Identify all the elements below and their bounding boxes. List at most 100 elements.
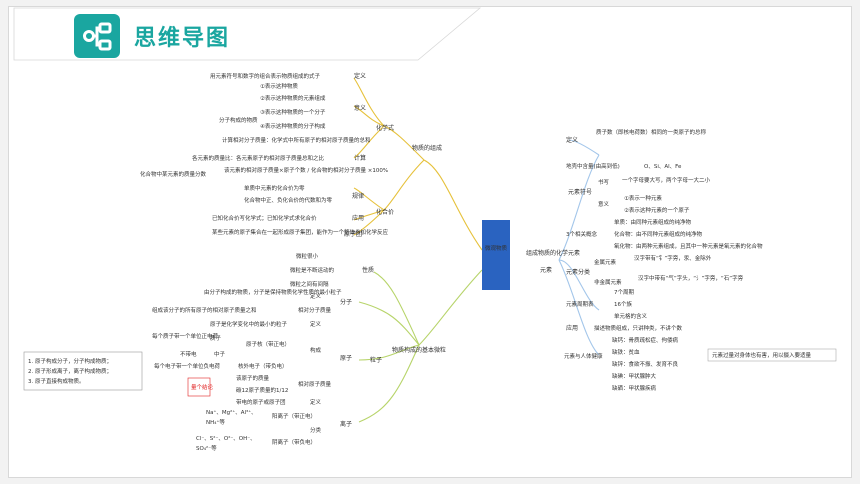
header-tab-shape — [13, 7, 482, 61]
map-connectors — [353, 77, 600, 423]
node-molecule-mass: 组成该分子的所有原子的相对原子质量之和 — [152, 306, 257, 314]
node-properties: 性质 — [362, 266, 374, 274]
node-meaning-2: ②表示这种物质的元素组成 — [260, 94, 326, 102]
node-symbol-meaning-2: ②表示这种元素的一个原子 — [624, 206, 690, 214]
node-write: 一个字母要大写，两个字母一大二小 — [622, 176, 711, 184]
node-symbol-tag: 元素符号 — [568, 188, 592, 196]
node-chemical-formula: 化学式 — [376, 124, 394, 132]
node-write-tag: 书写 — [598, 178, 610, 186]
node-rel-formula-2: 碳12原子质量的1/12 — [236, 386, 288, 394]
node-valence-rule-tag: 规律 — [352, 192, 364, 200]
node-metal: 汉字带有“钅”字旁，汞、金除外 — [634, 254, 712, 262]
root-node-label: 微观物质 — [485, 244, 508, 252]
node-group: 某些元素的原子集合在一起形成原子集团，能作为一个整体参加化学反应 — [212, 228, 389, 236]
node-calc-3-left: 化合物中某元素的质量分数 — [140, 170, 207, 178]
node-cation-ex-1: Na⁺、Mg²⁺、Al³⁺、 — [206, 409, 257, 416]
title-bar: 思维导图 — [0, 0, 860, 62]
node-cation: 阳离子（带正电） — [272, 412, 316, 420]
node-health-2: 缺铁：贫血 — [612, 348, 640, 356]
node-ion-class-tag: 分类 — [310, 426, 322, 434]
node-symbol-meaning-tag: 意义 — [598, 200, 610, 208]
node-ion-def: 带电的原子或原子团 — [236, 398, 286, 406]
node-molecule: 分子 — [340, 298, 352, 306]
note-1: 1. 原子构成分子，分子构成物质； — [28, 357, 112, 365]
node-health-1: 缺钙：骨质疏松症、佝偻病 — [612, 336, 679, 344]
mindmap-share-icon — [74, 14, 120, 58]
node-molecule-note: 分子构成的物质 — [219, 116, 258, 124]
node-formula-definition-tag: 定义 — [354, 72, 366, 80]
branch-particles: 物质构成的基本微粒 — [392, 346, 446, 354]
node-valence-app-tag: 应用 — [352, 214, 364, 222]
node-property-1: 微粒很小 — [296, 252, 319, 260]
node-electron-each: 每个电子带一个单位负电荷 — [154, 362, 221, 370]
note-3: 3. 原子直接构成物质。 — [28, 377, 85, 385]
node-atom-def-tag: 定义 — [310, 320, 322, 328]
node-nonmetal-tag: 非金属元素 — [594, 278, 622, 286]
branch-composition: 物质的组成 — [412, 144, 442, 152]
node-calc-2: 各元素的质量比：各元素原子的相对原子质量总和之比 — [192, 154, 325, 162]
node-element-def: 质子数（即核电荷数）相同的一类原子的总称 — [596, 128, 707, 136]
node-calc-tag: 计算 — [354, 154, 366, 162]
node-property-3: 微粒之间有间隔 — [290, 280, 329, 288]
node-element-def-tag: 定义 — [566, 136, 578, 144]
node-electron: 核外电子（带负电） — [238, 362, 288, 370]
memo-box — [187, 377, 211, 397]
node-formula-meaning-tag: 意义 — [354, 104, 366, 112]
node-valence-rule-2: 化合物中正、负化合价的代数和为零 — [244, 196, 333, 204]
node-meaning-3: ③表示这种物质的一个分子 — [260, 108, 326, 116]
node-crust-tag: 地壳中含量(由高到低) — [566, 162, 620, 170]
node-element-class-tag: 元素分类 — [566, 268, 590, 276]
branch-element: 元素 — [540, 266, 552, 274]
node-usage-tag: 应用 — [566, 324, 578, 332]
node-concept-3: 氧化物：由两种元素组成，且其中一种元素是氧元素的化合物 — [614, 242, 763, 250]
node-molecule-def: 由分子构成的物质，分子是保持物质化学性质的最小粒子 — [204, 288, 342, 296]
node-neutron-note: 不带电 — [180, 350, 197, 358]
node-crust: O、Si、Al、Fe — [644, 164, 682, 170]
node-health-3: 缺锌：食欲不振、发育不良 — [612, 360, 679, 368]
slide-frame — [8, 6, 852, 478]
node-calc-3-right: 该元素的相对原子质量×原子个数 / 化合物的相对分子质量 ×100% — [224, 166, 388, 174]
node-anion: 阴离子（带负电） — [272, 438, 316, 446]
node-nonmetal: 汉字中带有“气”字头，“氵”字旁，“石”字旁 — [638, 274, 744, 282]
node-calc-1: 计算相对分子质量：化学式中所有原子的相对原子质量的总和 — [222, 136, 371, 144]
node-health-tag: 元素与人体健康 — [564, 352, 603, 360]
node-memo: 量个结论 — [191, 383, 214, 391]
node-atom-struct-tag: 构成 — [310, 346, 322, 354]
node-meaning-1: ①表示这种物质 — [260, 82, 298, 90]
node-health-5: 缺硒：甲状腺疾病 — [612, 384, 657, 392]
node-health-4: 缺碘：甲状腺肿大 — [612, 372, 657, 380]
node-atom-def: 原子是化学变化中的最小的粒子 — [210, 320, 288, 328]
node-property-2: 微粒是不断运动的 — [290, 266, 335, 274]
node-valence-rule-1: 单质中元素的化合价为零 — [244, 184, 305, 192]
node-ion-def-tag: 定义 — [310, 398, 322, 406]
node-valence-app: 已知化合价写化学式；已知化学式求化合价 — [212, 214, 317, 222]
node-metal-tag: 金属元素 — [594, 258, 617, 266]
node-anion-ex-2: SO₄²⁻等 — [196, 444, 217, 452]
node-valence: 化合价 — [376, 208, 394, 216]
center-node-label: 组成物质的化学元素 — [526, 249, 580, 257]
node-atom-nucleus: 原子核（带正电） — [246, 340, 290, 348]
mind-map: 微观物质 组成物质的化学元素 物质的组成 物质构成的基本微粒 元素 化学式 定义… — [23, 72, 837, 452]
node-concept-2: 化合物：由不同种元素组成的纯净物 — [614, 230, 703, 238]
node-cation-ex-2: NH₄⁺等 — [206, 418, 225, 426]
root-node-box — [482, 220, 510, 290]
node-molecule-def-tag: 定义 — [310, 292, 322, 300]
node-table-2: 16个族 — [614, 300, 632, 308]
node-formula-definition: 用元素符号和数字的组合表示物质组成的式子 — [210, 72, 321, 80]
node-concepts-tag: 3个相关概念 — [566, 230, 597, 238]
node-rel-formula-1: 该原子的质量 — [236, 374, 270, 382]
page-title: 思维导图 — [134, 26, 231, 51]
header-decoration — [13, 7, 482, 61]
node-rel-mass-tag: 相对原子质量 — [298, 380, 332, 388]
note-2: 2. 原子形成离子，离子构成物质； — [28, 367, 112, 375]
node-atom: 原子 — [340, 355, 352, 362]
node-concept-1: 单质：由同种元素组成的纯净物 — [614, 218, 692, 226]
node-proton: 质子 — [210, 334, 222, 342]
node-neutron: 中子 — [214, 350, 226, 358]
node-group-tag: 原子团 — [344, 231, 362, 238]
health-note-box — [707, 348, 837, 362]
node-ion: 离子 — [340, 420, 352, 428]
node-table-1: 7个周期 — [614, 289, 634, 296]
notes-box — [23, 351, 143, 391]
node-table-3: 单元格的含义 — [614, 312, 648, 320]
